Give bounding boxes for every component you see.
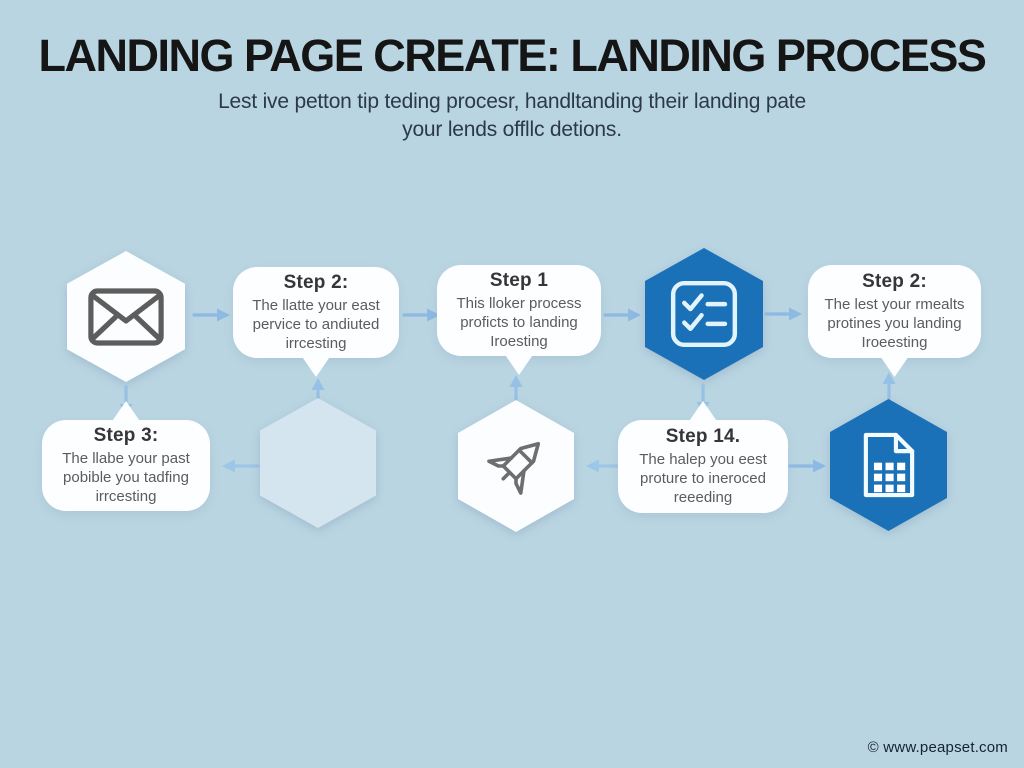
- page-subtitle: Lest ive petton tip teding procesr, hand…: [218, 90, 806, 141]
- step-description: The llabe your past pobible you tadfing …: [62, 449, 190, 506]
- step-label: Step 2:: [283, 271, 349, 293]
- hexagon-document-shape: [830, 399, 947, 531]
- step-description: This lloker process proficts to landing …: [456, 294, 582, 351]
- flow-arrow-right-4: [764, 307, 802, 321]
- hexagon-blank: [260, 398, 376, 528]
- step-label: Step 14.: [665, 425, 741, 447]
- step-bubble-2-right: Step 2: The lest your rmealts protines y…: [808, 265, 981, 377]
- hexagon-rocket: [458, 400, 574, 532]
- hexagon-checklist: [645, 248, 763, 380]
- watermark: © www.peapset.com: [867, 739, 1008, 756]
- hexagon-document: [830, 399, 947, 531]
- step-label: Step 3:: [93, 424, 159, 446]
- bubble-tail: [302, 357, 330, 377]
- step-label: Step 1: [489, 269, 549, 291]
- flow-arrow-right-1: [192, 308, 230, 322]
- flow-arrow-right-2: [402, 308, 440, 322]
- spreadsheet-document-icon: [863, 432, 914, 498]
- flow-arrow-left-2: [586, 459, 624, 473]
- flow-arrow-up-3: [882, 372, 896, 403]
- hexagon-blank-shape: [260, 398, 376, 528]
- hexagon-envelope-shape: [67, 251, 185, 382]
- step-label: Step 2:: [862, 270, 927, 292]
- step-bubble-14: Step 14. The halep you eest proture to i…: [618, 401, 788, 513]
- bubble-tail: [505, 355, 533, 375]
- hexagon-checklist-shape: [645, 248, 763, 380]
- step-bubble-2-top: Step 2: The llatte your east pervice to …: [233, 267, 399, 377]
- bubble-tail: [689, 401, 717, 421]
- page-title: LANDING PAGE CREATE: LANDING PROCESS: [38, 30, 987, 81]
- rocket-icon: [487, 441, 541, 495]
- flow-arrow-left-1: [222, 459, 260, 473]
- envelope-icon: [88, 287, 164, 346]
- flow-arrow-right-3: [603, 308, 641, 322]
- flow-arrow-right-5: [788, 459, 826, 473]
- bubble-tail: [112, 401, 140, 421]
- step-bubble-1: Step 1 This lloker process proficts to l…: [437, 265, 601, 375]
- step-description: The lest your rmealts protines you landi…: [824, 295, 965, 352]
- hexagon-envelope: [67, 251, 185, 382]
- step-description: The halep you eest proture to ineroced r…: [639, 450, 767, 507]
- step-description: The llatte your east pervice to andiuted…: [252, 296, 380, 353]
- step-bubble-3: Step 3: The llabe your past pobible you …: [42, 401, 210, 511]
- hexagon-rocket-shape: [458, 400, 574, 532]
- checklist-icon: [670, 280, 738, 348]
